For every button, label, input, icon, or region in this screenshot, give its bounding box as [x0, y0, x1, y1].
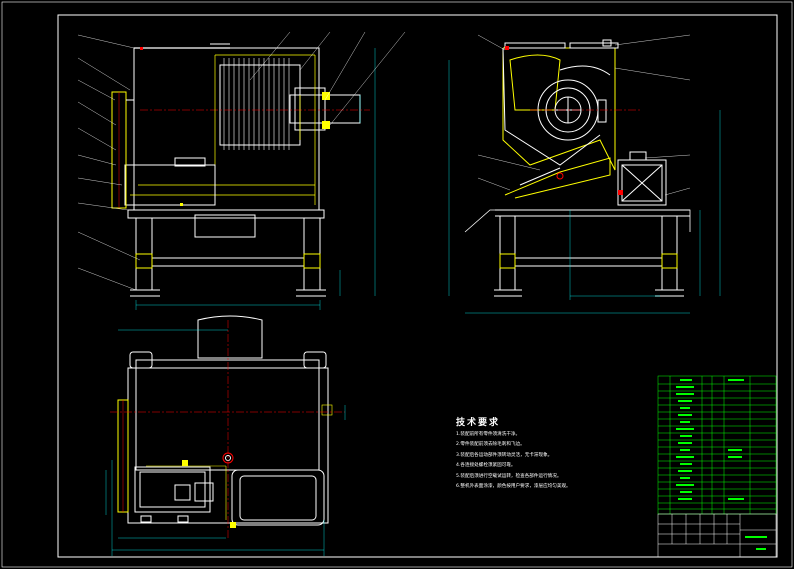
requirement-4: 4.各连接处螺栓须紧固可靠。 — [456, 463, 516, 468]
requirement-5: 5.装配后须进行空载试运转，检查各部件运行情况。 — [456, 474, 562, 479]
requirement-6: 6.整机外表面涂漆，颜色按用户要求，漆层应均匀美观。 — [456, 484, 571, 489]
front-base — [127, 209, 325, 219]
top-dimensions — [105, 329, 346, 556]
side-view — [464, 39, 691, 297]
front-motor — [124, 164, 216, 206]
top-motor — [134, 466, 211, 513]
parts-list-marks — [676, 379, 767, 550]
front-leaders — [77, 31, 406, 291]
front-view — [111, 43, 370, 297]
requirement-3: 3.装配后各运动部件须转动灵活，无卡滞现象。 — [456, 453, 553, 458]
inner-border — [57, 14, 778, 558]
title-block — [657, 513, 777, 558]
front-housing — [133, 47, 320, 211]
front-dimensions — [135, 48, 376, 310]
top-view — [110, 315, 345, 540]
top-housing — [135, 359, 320, 471]
requirement-1: 1.装配前所有零件须清洗干净。 — [456, 432, 521, 437]
technical-requirements-title: 技术要求 — [456, 418, 501, 428]
requirement-2: 2.零件装配前须去除毛刺和飞边。 — [456, 442, 525, 447]
parts-list — [657, 375, 777, 515]
side-dimensions — [448, 60, 721, 314]
side-leaders — [477, 34, 691, 196]
rotor-drum — [219, 64, 301, 146]
